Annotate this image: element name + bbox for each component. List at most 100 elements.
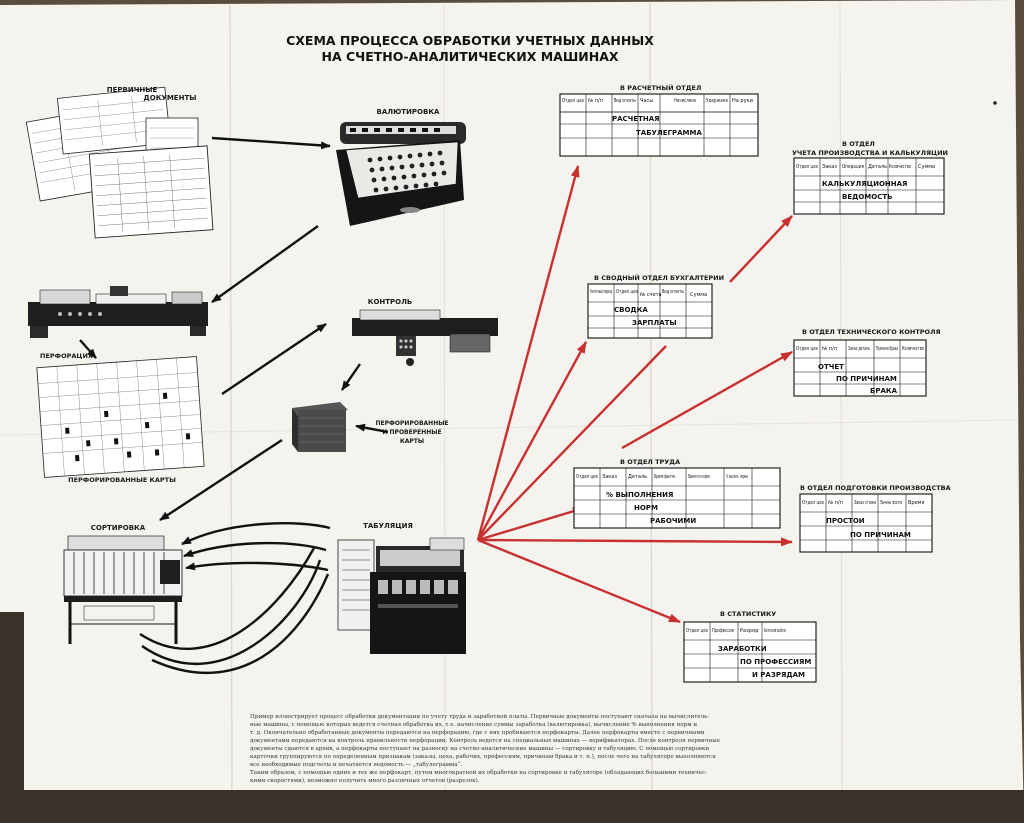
curve-tabulator-to-sorting-2 — [183, 541, 327, 558]
stats-col-2: Разряд — [740, 628, 759, 634]
sorting-label: СОРТИРОВКА — [91, 524, 146, 532]
stats-title: В СТАТИСТИКУ — [720, 610, 776, 618]
punched-cards-illustration — [36, 356, 205, 478]
table-technical-control: В ОТДЕЛ ТЕХНИЧЕСКОГО КОНТРОЛЯ Отдел цех … — [793, 328, 940, 397]
distribution-arrows — [476, 165, 793, 624]
arrow-to-accounting — [476, 341, 588, 541]
prodprep-col-4: Время — [908, 500, 924, 506]
verifier-machine-illustration — [352, 309, 498, 366]
footer-line-7: все необходимые подсчеты и печатается ве… — [250, 761, 463, 768]
payroll-col-6: На руки — [732, 98, 753, 104]
arrow-to-technical-control — [621, 350, 793, 450]
arrow-to-production-accounting — [729, 215, 793, 283]
arrow-cards-to-control — [221, 323, 327, 395]
techctl-col-1: № п/п — [822, 346, 837, 352]
table-labor: В ОТДЕЛ ТРУДА Отдел цех Заказ Деталь Вре… — [573, 458, 781, 529]
footer-line-3: т. д. Окончательно обработанные документ… — [250, 729, 705, 736]
curve-tabulator-to-sorting-1 — [181, 522, 331, 546]
labor-col-1: Заказ — [602, 474, 617, 480]
footer-line-8: Таким образом, с помощью одних и тех же … — [250, 769, 707, 776]
stats-line3: И РАЗРЯДАМ — [752, 671, 805, 679]
arrow-to-payroll — [476, 165, 580, 541]
prodacc-col-2: Операция — [842, 164, 864, 170]
diagram-title-line2: НА СЧЕТНО-АНАЛИТИЧЕСКИХ МАШИНАХ — [321, 49, 618, 64]
primary-docs-label-1: ПЕРВИЧНЫЕ — [107, 86, 158, 94]
accounting-col-3: Вид оплаты — [662, 289, 684, 295]
table-payroll: В РАСЧЕТНЫЙ ОТДЕЛ Отдел цех № п/п Вид оп… — [559, 83, 759, 157]
checked-cards-label-2: И ПРОВЕРЕННЫЕ — [382, 429, 441, 436]
table-statistics: В СТАТИСТИКУ Отдел цех Профессия Разряд … — [683, 610, 817, 683]
curve-sorting-to-tabulator-1 — [141, 559, 322, 666]
footer-line-6: карточки группируются по определенным пр… — [250, 753, 716, 760]
accounting-title: В СВОДНЫЙ ОТДЕЛ БУХГАЛТЕРИИ — [594, 273, 724, 282]
techctl-line3: БРАКА — [870, 387, 898, 395]
prodprep-col-3: Причины простоя — [880, 500, 902, 506]
valuation-label: ВАЛЮТИРОВКА — [377, 108, 441, 116]
arrow-control-to-box — [341, 363, 361, 391]
prodacc-col-5: Сумма — [918, 164, 935, 170]
punched-cards-label: ПЕРФОРИРОВАННЫЕ КАРТЫ — [68, 476, 176, 484]
techctl-col-3: Причина брака — [876, 346, 898, 352]
prodprep-col-2: Заказ стажа — [854, 500, 876, 506]
prodprep-col-0: Отдел цех — [802, 500, 824, 506]
tabulator-machine-illustration — [337, 537, 466, 654]
prodacc-col-1: Заказ — [822, 164, 837, 170]
arrow-valuation-to-perforation — [211, 225, 319, 303]
payroll-title: В РАСЧЕТНЫЙ ОТДЕЛ — [620, 83, 701, 92]
payroll-col-2: Вид оплаты — [614, 98, 636, 104]
primary-docs-label-2: ДОКУМЕНТЫ — [144, 94, 197, 102]
labor-col-5: % выполн. нормы — [726, 474, 748, 480]
prodacc-title-2: УЧЕТА ПРОИЗВОДСТВА И КАЛЬКУЛЯЦИИ — [792, 149, 948, 157]
workflow-arrows — [79, 136, 389, 674]
footer-line-5: документы сдаются в архив, а перфокарты … — [250, 745, 710, 752]
tabulation-label: ТАБУЛЯЦИЯ — [363, 522, 413, 530]
stats-line1: ЗАРАБОТКИ — [718, 645, 767, 653]
arrow-label-to-box — [355, 423, 389, 434]
perforation-label: ПЕРФОРАЦИЯ — [40, 352, 93, 360]
footer-line-4: документами передаются на контроль прави… — [250, 737, 721, 744]
labor-col-2: Деталь — [628, 474, 647, 480]
accounting-col-2: № счета — [640, 292, 662, 298]
payroll-line1: РАСЧЕТНАЯ — [612, 115, 660, 123]
stats-col-1: Профессия — [712, 628, 734, 634]
payroll-col-5: Удержано — [706, 98, 728, 104]
prodacc-line2: ВЕДОМОСТЬ — [842, 193, 892, 201]
payroll-col-3: Часы — [640, 98, 653, 104]
prodprep-title: В ОТДЕЛ ПОДГОТОВКИ ПРОИЗВОДСТВА — [800, 484, 951, 492]
prodprep-line2: ПО ПРИЧИНАМ — [850, 531, 911, 539]
arrow-to-production-prep — [477, 537, 793, 547]
stats-line2: ПО ПРОФЕССИЯМ — [740, 658, 811, 666]
payroll-col-1: № п/п — [588, 98, 603, 104]
prodprep-line1: ПРОСТОИ — [826, 517, 865, 525]
arrow-to-labor — [477, 506, 585, 542]
checked-cards-label-3: КАРТЫ — [400, 438, 424, 445]
stats-col-3: Фактический заработок — [764, 627, 786, 634]
labor-line2: НОРМ — [634, 504, 658, 512]
card-box-illustration — [292, 402, 348, 452]
curve-tabulator-to-sorting-3 — [185, 561, 329, 572]
accounting-col-0: Расчетный период — [590, 288, 612, 295]
accounting-line2: ЗАРПЛАТЫ — [632, 319, 677, 327]
payroll-line2: ТАБУЛЕГРАММА — [636, 129, 702, 137]
arrow-perforation-to-cards — [79, 339, 97, 359]
table-accounting: В СВОДНЫЙ ОТДЕЛ БУХГАЛТЕРИИ Расчетный пе… — [587, 273, 724, 339]
prodacc-col-3: Деталь — [868, 164, 887, 170]
footer-line-9: кими скоростями), возможно получить мног… — [250, 777, 480, 784]
control-label: КОНТРОЛЬ — [368, 298, 413, 306]
footer-line-1: Пример иллюстрирует процесс обработки до… — [250, 713, 709, 720]
checked-cards-label-1: ПЕРФОРИРОВАННЫЕ — [375, 420, 448, 427]
accounting-col-1: Отдел цех — [616, 289, 638, 295]
diagram-title-line1: СХЕМА ПРОЦЕССА ОБРАБОТКИ УЧЕТНЫХ ДАННЫХ — [286, 33, 654, 48]
accounting-col-4: Сумма — [690, 292, 707, 298]
table-production-prep: В ОТДЕЛ ПОДГОТОВКИ ПРОИЗВОДСТВА Отдел це… — [799, 484, 951, 553]
explanatory-text: Пример иллюстрирует процесс обработки до… — [250, 713, 721, 784]
techctl-col-2: Заказ деталь — [848, 346, 870, 352]
labor-title: В ОТДЕЛ ТРУДА — [620, 458, 680, 466]
labor-col-0: Отдел цех — [576, 474, 598, 480]
payroll-col-4: Начислено — [674, 98, 696, 104]
punching-machine-illustration — [28, 286, 208, 338]
arrow-docs-to-valuation — [211, 136, 331, 150]
arrow-accounting-branch — [477, 345, 667, 541]
calculating-machine-illustration — [336, 122, 466, 226]
